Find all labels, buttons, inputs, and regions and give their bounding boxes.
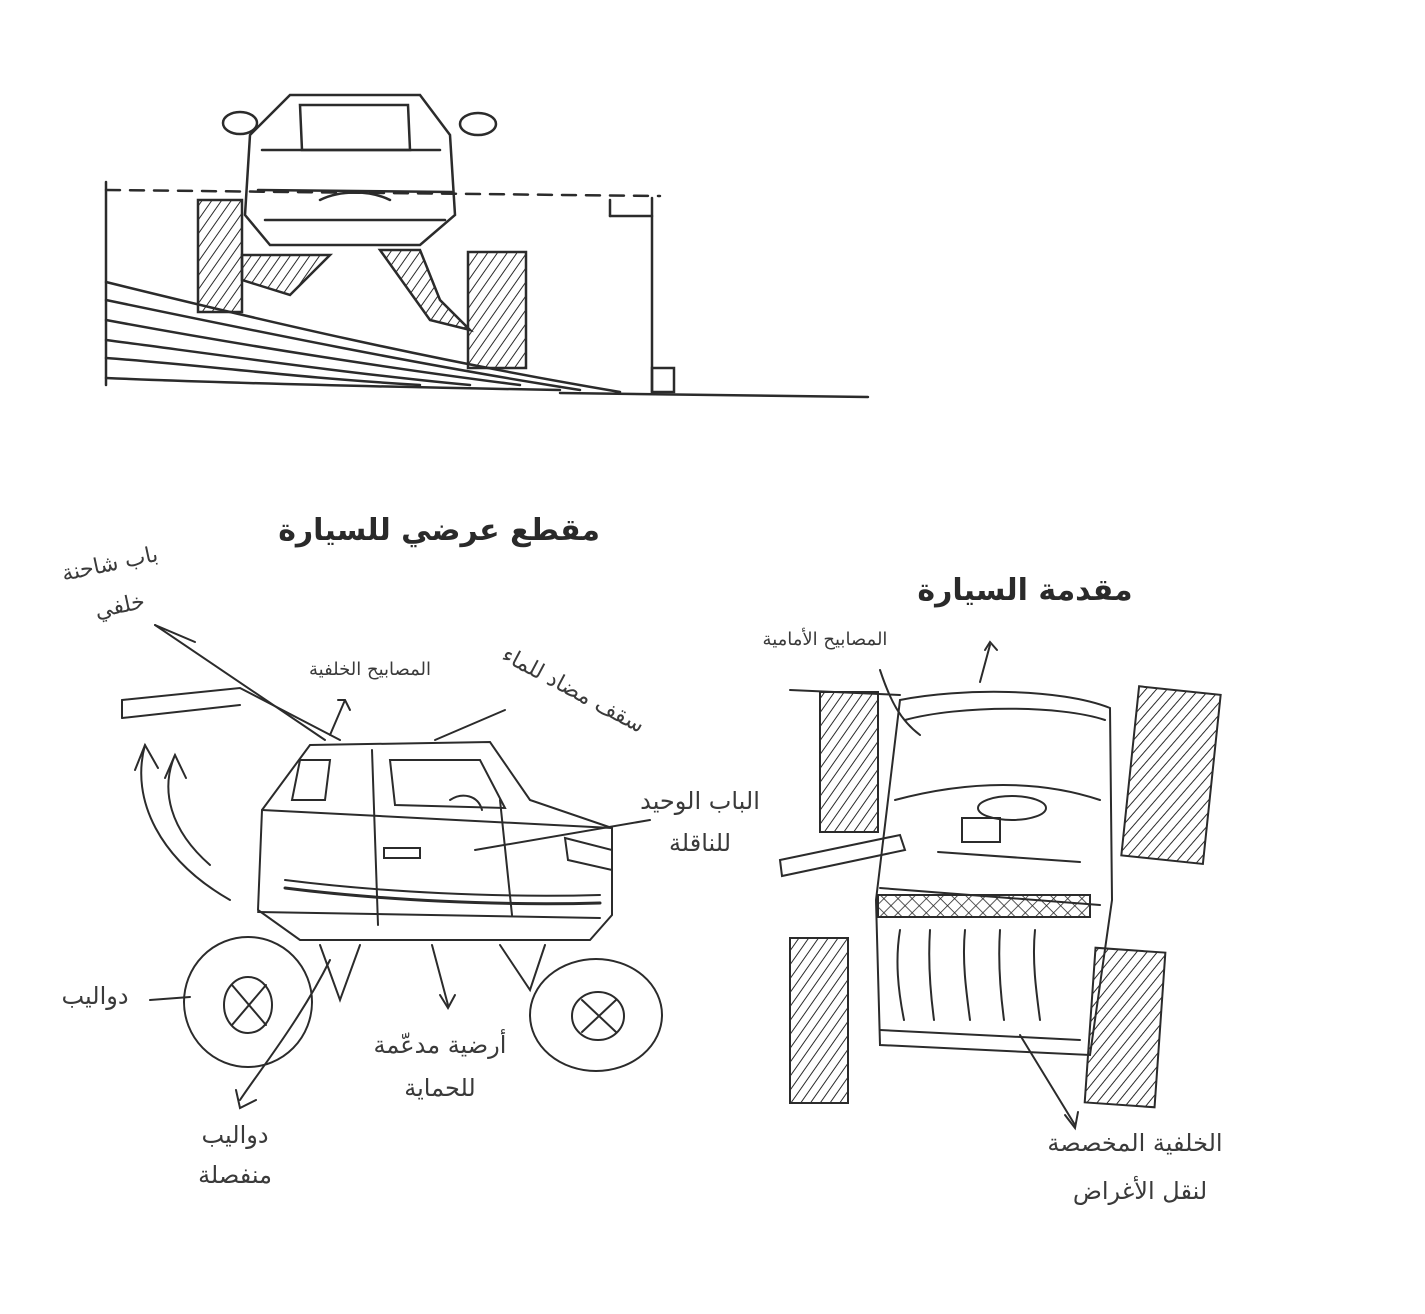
label-single-door-line2: للناقلة [668, 829, 732, 857]
label-separate-wheels-line2: منفصلة [198, 1161, 272, 1189]
label-cargo-rear-line2: لنقل الأغراض [1072, 1177, 1208, 1205]
label-front-lights: المصابيح الأمامية [762, 629, 888, 650]
label-reinforced-floor-line2: للحماية [404, 1074, 476, 1102]
label-rear-lights: المصابيح الخلفية [308, 659, 432, 680]
label-cargo-rear-line1: الخلفية المخصصة [1047, 1129, 1223, 1157]
cross-section-title: مقطع عرضي للسيارة [278, 513, 600, 548]
front-view-sketch [778, 640, 1222, 1131]
label-separate-wheels-line1: دواليب [201, 1121, 269, 1149]
label-single-door-line1: الباب الوحيد [640, 787, 760, 815]
label-reinforced-floor-line1: أرضية مدعّمة [373, 1031, 507, 1059]
label-wheels: دواليب [61, 982, 129, 1010]
cross-section-sketch [104, 93, 870, 399]
side-view-sketch [121, 624, 663, 1110]
car-front-title: مقدمة السيارة [917, 573, 1133, 608]
